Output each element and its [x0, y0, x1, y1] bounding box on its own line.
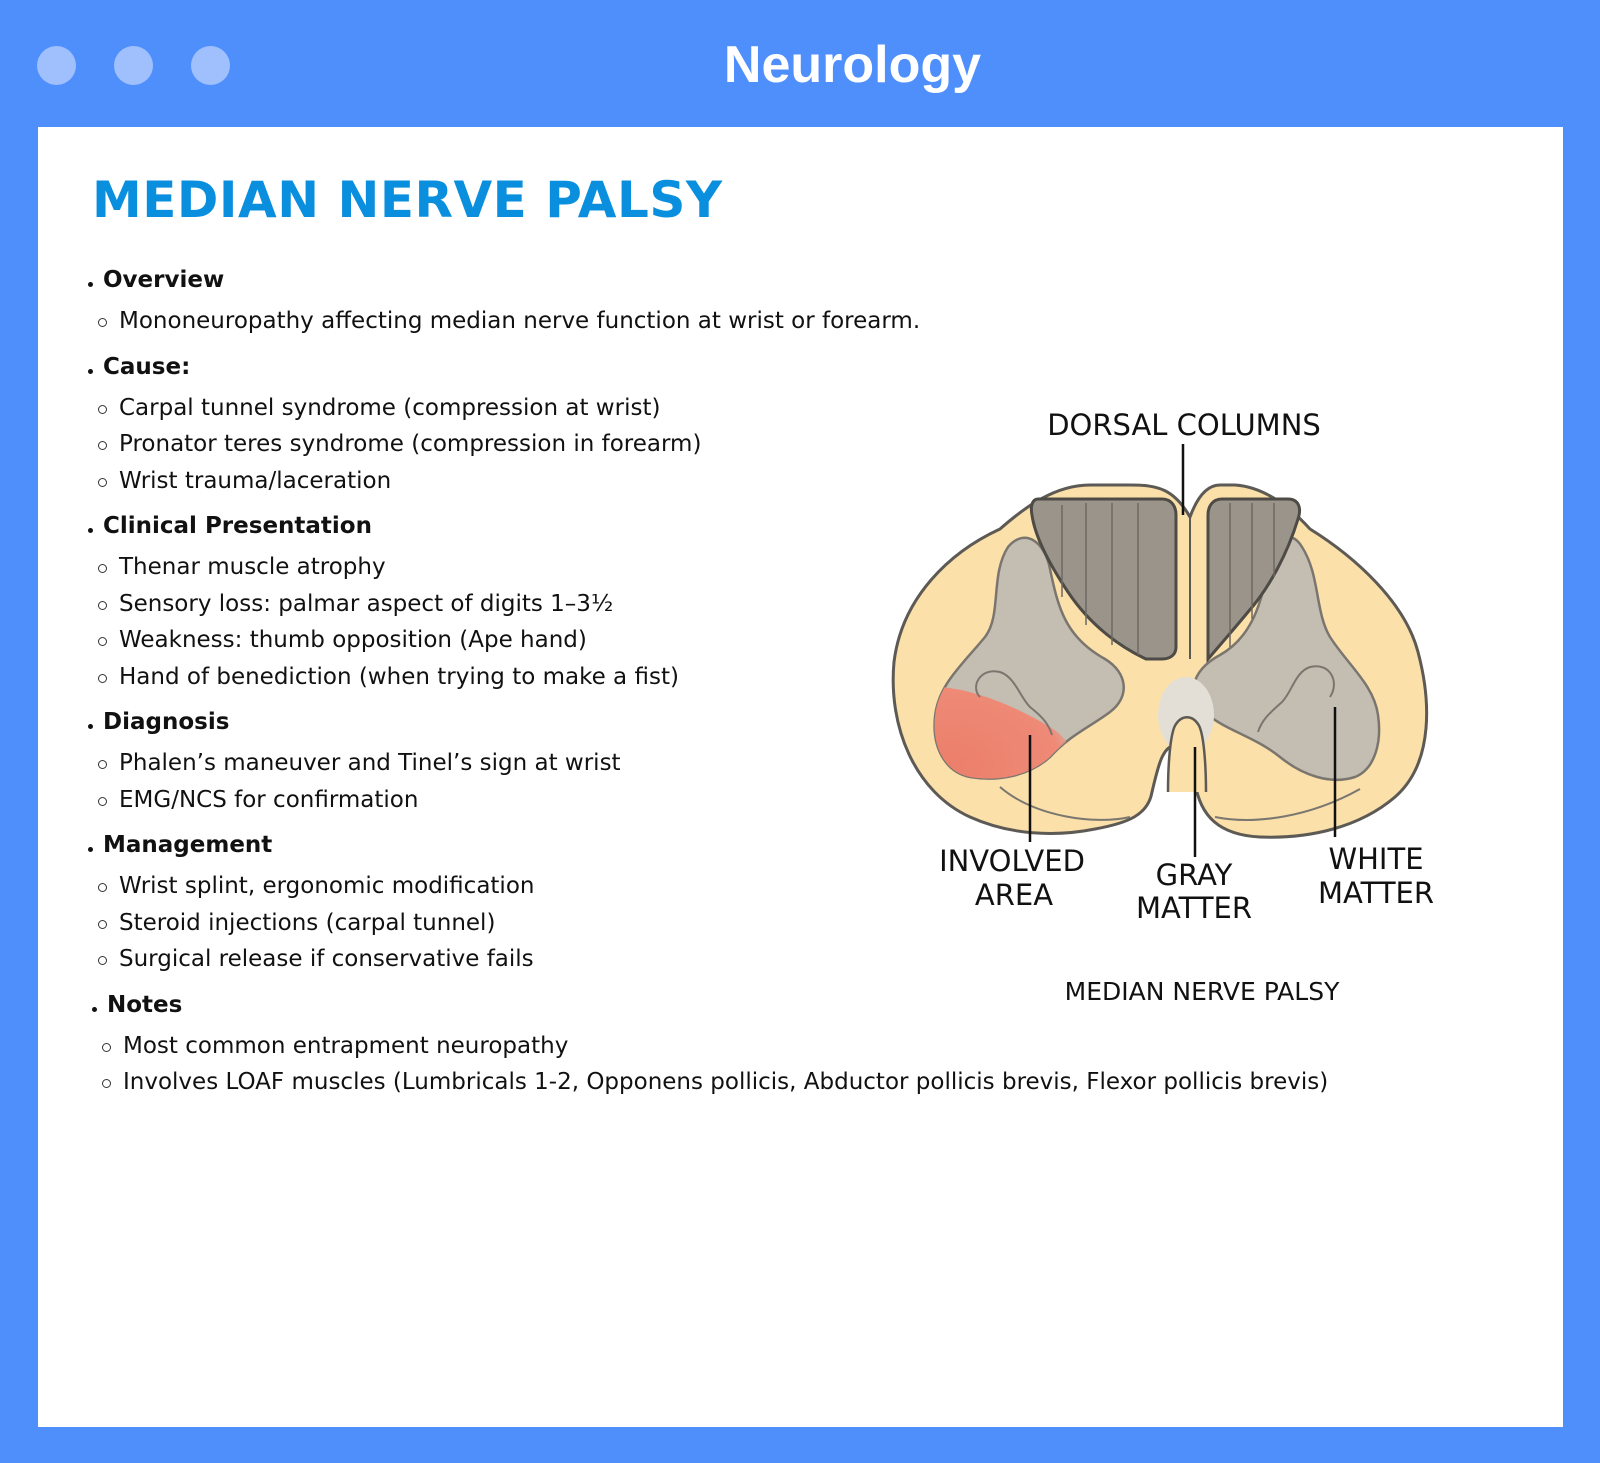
section-heading: Clinical Presentation — [86, 503, 1486, 549]
section-list: Carpal tunnel syndrome (compression at w… — [86, 390, 1486, 500]
section-list: Thenar muscle atrophy Sensory loss: palm… — [86, 549, 1486, 695]
section-management: Management Wrist splint, ergonomic modif… — [86, 822, 1486, 978]
section-heading: Notes — [90, 982, 1486, 1028]
label-white-matter-line1: WHITE — [1328, 842, 1423, 876]
list-item: Hand of benediction (when trying to make… — [86, 659, 1486, 696]
dorsal-column-right — [1206, 497, 1302, 664]
section-list: Mononeuropathy affecting median nerve fu… — [86, 303, 1486, 340]
window-close-button[interactable] — [37, 46, 76, 85]
section-list: Wrist splint, ergonomic modification Ste… — [86, 868, 1486, 978]
content-panel: MEDIAN NERVE PALSY Overview Mononeuropat… — [38, 127, 1563, 1427]
list-item: Weakness: thumb opposition (Ape hand) — [86, 622, 1486, 659]
section-list: Phalen’s maneuver and Tinel’s sign at wr… — [86, 745, 1486, 818]
list-item: Mononeuropathy affecting median nerve fu… — [86, 303, 1486, 340]
window-titlebar: Neurology — [0, 0, 1600, 127]
window-title: Neurology — [723, 36, 982, 94]
section-overview: Overview Mononeuropathy affecting median… — [86, 257, 1486, 340]
list-item: EMG/NCS for confirmation — [86, 782, 1486, 819]
window-minimize-button[interactable] — [114, 46, 153, 85]
list-item: Steroid injections (carpal tunnel) — [86, 905, 1486, 942]
page-title: MEDIAN NERVE PALSY — [92, 171, 723, 229]
spinal-cord-diagram: DORSAL COLUMNS INVOLVED AREA GRAY MATTER… — [890, 397, 1490, 1017]
figure-caption: MEDIAN NERVE PALSY — [1065, 977, 1340, 1006]
section-list: Most common entrapment neuropathy Involv… — [90, 1028, 1486, 1101]
list-item: Carpal tunnel syndrome (compression at w… — [86, 390, 1486, 427]
section-notes: Notes Most common entrapment neuropathy … — [90, 982, 1486, 1101]
list-item: Wrist splint, ergonomic modification — [86, 868, 1486, 905]
list-item: Involves LOAF muscles (Lumbricals 1-2, O… — [90, 1064, 1486, 1101]
section-diagnosis: Diagnosis Phalen’s maneuver and Tinel’s … — [86, 699, 1486, 818]
section-cause: Cause: Carpal tunnel syndrome (compressi… — [86, 344, 1486, 500]
label-involved-area-line2: AREA — [975, 878, 1053, 912]
list-item: Most common entrapment neuropathy — [90, 1028, 1486, 1065]
dorsal-column-left — [1029, 497, 1178, 661]
spinal-cord-illustration: DORSAL COLUMNS INVOLVED AREA GRAY MATTER… — [891, 408, 1434, 1006]
list-item: Thenar muscle atrophy — [86, 549, 1486, 586]
list-item: Pronator teres syndrome (compression in … — [86, 426, 1486, 463]
notes-sections: Overview Mononeuropathy affecting median… — [86, 257, 1486, 1101]
list-item: Sensory loss: palmar aspect of digits 1–… — [86, 586, 1486, 623]
section-heading: Management — [86, 822, 1486, 868]
list-item: Surgical release if conservative fails — [86, 941, 1486, 978]
ventral-fissure — [1166, 716, 1208, 793]
list-item: Wrist trauma/laceration — [86, 463, 1486, 500]
label-white-matter-line2: MATTER — [1318, 876, 1434, 910]
label-gray-matter-line2: MATTER — [1136, 891, 1252, 925]
list-item: Phalen’s maneuver and Tinel’s sign at wr… — [86, 745, 1486, 782]
section-heading: Diagnosis — [86, 699, 1486, 745]
section-clinical-presentation: Clinical Presentation Thenar muscle atro… — [86, 503, 1486, 695]
section-heading: Cause: — [86, 344, 1486, 390]
section-heading: Overview — [86, 257, 1486, 303]
gray-matter-right — [1192, 535, 1381, 781]
window-maximize-button[interactable] — [191, 46, 230, 85]
label-gray-matter-line1: GRAY — [1156, 858, 1233, 892]
label-dorsal-columns: DORSAL COLUMNS — [1047, 408, 1321, 442]
label-involved-area-line1: INVOLVED — [939, 844, 1085, 878]
